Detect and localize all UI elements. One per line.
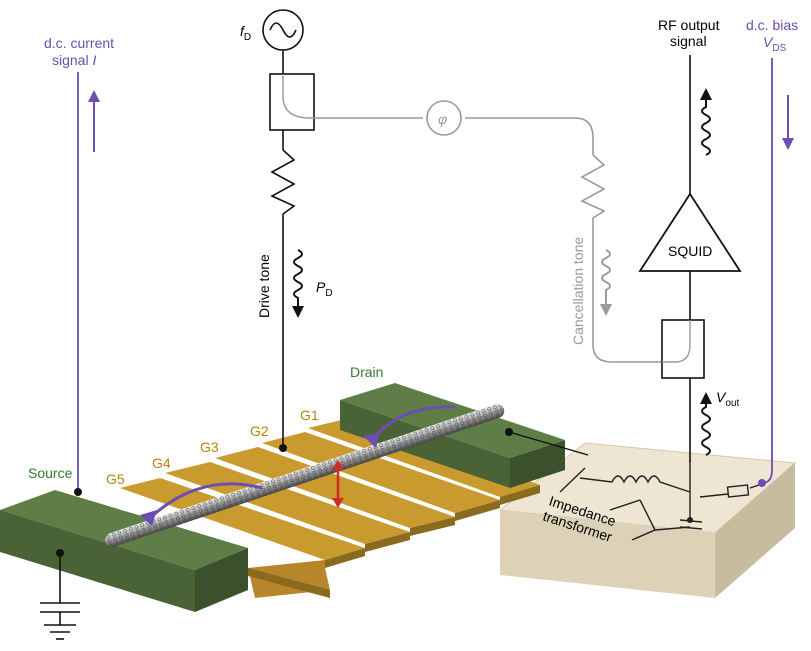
cancellation-wave [601, 249, 611, 305]
drive-power-label: PD [316, 279, 333, 299]
cancellation-tone-label: Cancellation tone [570, 237, 586, 345]
rf-output-wave [701, 98, 711, 156]
vout-label: Vout [716, 389, 739, 409]
ground-contact-dot [56, 549, 64, 557]
vibration-arrow [332, 460, 344, 508]
gate-contact-dot [279, 444, 287, 452]
dc-bias-label-line2: VDS [763, 34, 787, 54]
gate-label-g5: G5 [106, 471, 125, 487]
drain-flow-arrowhead [363, 432, 380, 448]
drain-contact-dot [505, 428, 513, 436]
vout-arrowhead [700, 392, 712, 404]
source-label: Source [28, 465, 73, 481]
gate-label-g2: G2 [250, 423, 269, 439]
signal-generator [262, 9, 304, 51]
rf-output-label-line2: signal [670, 33, 707, 49]
gate-label-g1: G1 [300, 407, 319, 423]
squid-amplifier [638, 192, 742, 272]
drain-to-transformer-wire [508, 431, 589, 456]
transformer-circuit [559, 460, 763, 541]
gate-label-g4: G4 [152, 455, 171, 471]
vout-node-dot [687, 517, 693, 523]
drive-wiring [270, 47, 296, 448]
ground-symbol [40, 553, 80, 640]
rf-output-label-line1: RF output [658, 17, 720, 33]
vout-wave [701, 402, 711, 456]
cancellation-wiring [314, 117, 662, 363]
phase-shifter [426, 100, 462, 136]
drain-label: Drain [350, 364, 383, 380]
cancellation-wave-arrowhead [600, 304, 612, 316]
output-coupler-branch [662, 320, 691, 363]
drive-directional-coupler [269, 73, 315, 131]
drive-freq-label: fD [240, 23, 251, 43]
dc-current-label-line1: d.c. current [44, 35, 114, 51]
gate-label-g3: G3 [200, 439, 219, 455]
drive-wave-arrowhead [292, 306, 304, 318]
carbon-nanotube [105, 404, 505, 547]
dc-current-wiring [77, 72, 100, 492]
squid-label: SQUID [668, 243, 712, 259]
impedance-transformer-block: Impedance transformer [498, 442, 797, 598]
drive-wave [293, 249, 303, 310]
coupler-branch [282, 74, 314, 119]
dc-bias-wiring [761, 58, 794, 484]
drive-tone-label: Drive tone [256, 254, 272, 318]
rf-output-arrowhead [700, 88, 712, 100]
source-flow-arrowhead [140, 510, 157, 526]
output-directional-coupler [661, 319, 705, 379]
dc-current-label-line2: signal I [52, 52, 96, 68]
source-contact-dot [74, 488, 82, 496]
dc-bias-label-line1: d.c. bias [746, 17, 798, 33]
phase-symbol: φ [438, 111, 447, 127]
